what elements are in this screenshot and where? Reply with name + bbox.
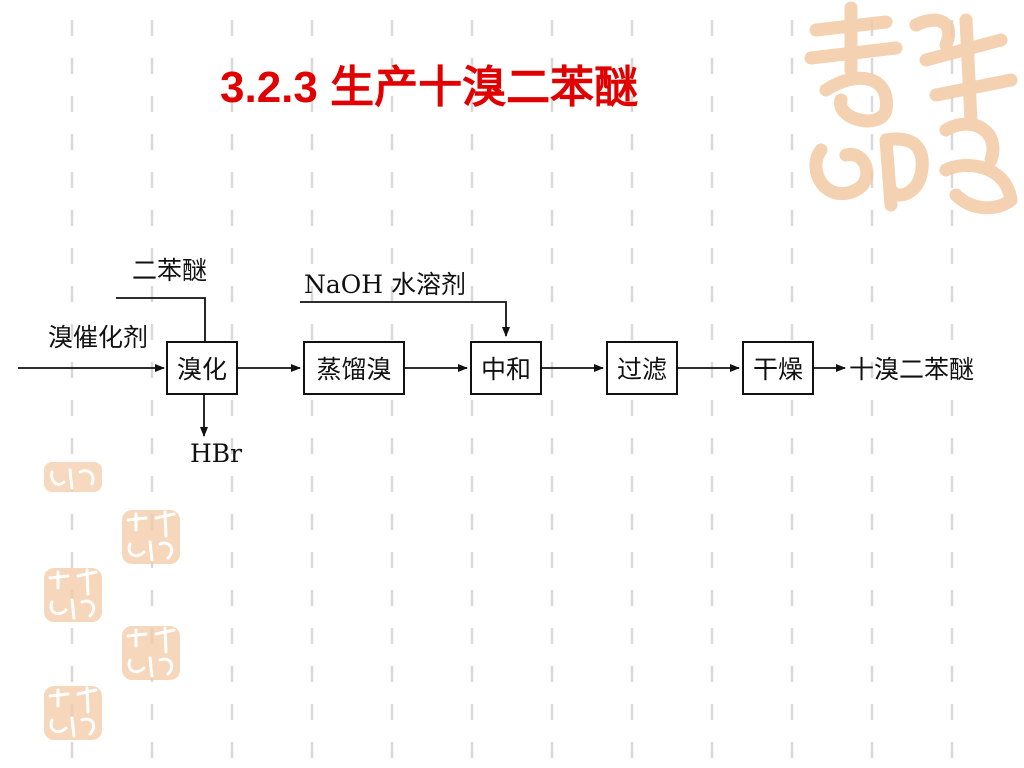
- seal-watermark-icon: [122, 626, 180, 680]
- step-label-bromination: 溴化: [177, 355, 227, 384]
- input-label-catalyst: 溴催化剂: [48, 323, 148, 352]
- seal-watermark-icon: [122, 510, 180, 564]
- step-label-neutralization: 中和: [481, 355, 531, 384]
- seal-watermark-icon: [44, 462, 102, 492]
- product-label: 十溴二苯醚: [849, 355, 974, 384]
- step-label-filtration: 过滤: [617, 355, 667, 384]
- input-label-diphenyl-ether: 二苯醚: [132, 256, 207, 285]
- step-box-drying: [742, 341, 814, 395]
- seal-watermark-icon: [44, 568, 102, 622]
- arrow-naoh-to-neutralization: [300, 301, 510, 337]
- input-label-naoh: NaOH 水溶剂: [304, 270, 466, 299]
- step-box-bromination: [166, 341, 238, 395]
- byproduct-label-hbr: HBr: [190, 439, 242, 468]
- slide-title: 3.2.3 生产十溴二苯醚: [220, 58, 638, 118]
- step-label-drying: 干燥: [753, 355, 803, 384]
- title-text: 生产十溴二苯醚: [330, 62, 639, 113]
- seal-watermark-icon: [44, 686, 102, 740]
- step-box-neutralization: [470, 341, 542, 395]
- connector-diphenyl-ether: [116, 297, 206, 342]
- seal-watermark-icon: [804, 1, 1018, 215]
- step-label-distillation: 蒸馏溴: [316, 355, 391, 384]
- title-number: 3.2.3: [220, 63, 318, 112]
